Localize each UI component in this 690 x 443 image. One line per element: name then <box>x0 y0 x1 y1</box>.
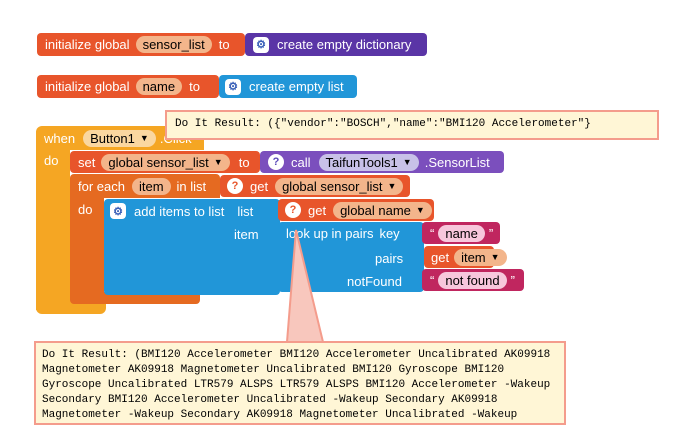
call-label: call <box>291 154 311 170</box>
look-up-label: look up in pairs <box>286 225 374 241</box>
for-each-label: for each <box>78 178 125 194</box>
add-items-label: add items to list <box>134 203 225 219</box>
item-var-field[interactable]: item <box>131 177 171 195</box>
to-label: to <box>218 37 230 52</box>
dict-row: ⚙ create empty dictionary <box>253 33 411 56</box>
gear-icon[interactable]: ⚙ <box>253 36 269 53</box>
component-dropdown[interactable]: TaifunTools1▼ <box>318 153 419 171</box>
tooltip-text: Do It Result: ({"vendor":"BOSCH","name":… <box>175 118 591 130</box>
for-each-row: for each item in list <box>78 175 206 197</box>
get-sensor-list-row: ? get global sensor_list▼ <box>227 175 404 197</box>
list-var-dropdown[interactable]: global name▼ <box>333 201 432 219</box>
key-label: key <box>379 225 400 241</box>
chevron-down-icon: ▼ <box>139 133 149 143</box>
var-name-field[interactable]: sensor_list <box>135 36 212 53</box>
component-dropdown[interactable]: Button1▼ <box>83 129 156 147</box>
event-block-spine <box>36 150 70 310</box>
add-items-row: ⚙ add items to list list <box>110 200 253 222</box>
do-label: do <box>44 152 59 168</box>
item-label: item <box>234 226 259 242</box>
chevron-down-icon: ▼ <box>415 205 425 215</box>
init-label: initialize global <box>45 37 130 52</box>
create-empty-dictionary-label: create empty dictionary <box>277 37 412 52</box>
add-items-to-list-block[interactable] <box>104 199 280 295</box>
text-value-field[interactable]: name <box>438 224 485 242</box>
tooltip-text: Do It Result: (BMI120 Accelerometer BMI1… <box>42 349 551 421</box>
notfound-label: notFound <box>347 273 402 289</box>
text-not-found-row: “ not found ” <box>430 271 515 289</box>
create-empty-dictionary-block[interactable] <box>245 33 427 56</box>
in-list-label: in list <box>176 178 207 194</box>
chevron-down-icon: ▼ <box>213 157 223 167</box>
var-name-field[interactable]: name <box>135 78 183 95</box>
for-each-block-bottom <box>70 292 200 304</box>
list-var-dropdown[interactable]: global sensor_list▼ <box>275 177 404 195</box>
get-global-name-row: ? get global name▼ <box>285 199 432 221</box>
init-sensor-list-row: initialize global sensor_list to <box>45 33 230 56</box>
get-label: get <box>250 178 269 194</box>
gear-icon[interactable]: ⚙ <box>225 78 241 95</box>
chevron-down-icon: ▼ <box>387 181 397 191</box>
to-label: to <box>238 154 250 170</box>
when-label: when <box>44 130 76 146</box>
list-row: ⚙ create empty list <box>225 75 344 98</box>
do-it-result-tooltip-top: Do It Result: ({"vendor":"BOSCH","name":… <box>165 110 659 140</box>
call-row: ? call TaifunTools1▼ .SensorList <box>268 151 490 173</box>
help-icon[interactable]: ? <box>285 202 301 218</box>
method-label: .SensorList <box>424 154 490 170</box>
text-value-field[interactable]: not found <box>438 271 507 289</box>
for-each-do-label: do <box>78 201 93 217</box>
init-name-row: initialize global name to <box>45 75 200 98</box>
chevron-down-icon: ▼ <box>402 157 412 167</box>
for-each-block-spine <box>70 198 104 300</box>
init-label: initialize global <box>45 79 130 94</box>
set-label: set <box>78 154 96 170</box>
create-empty-list-block[interactable] <box>219 75 357 98</box>
chevron-down-icon: ▼ <box>490 252 500 262</box>
set-row: set global sensor_list▼ to <box>78 151 250 173</box>
set-var-dropdown[interactable]: global sensor_list▼ <box>101 153 230 171</box>
to-label: to <box>189 79 200 94</box>
help-icon[interactable]: ? <box>227 178 243 194</box>
gear-icon[interactable]: ⚙ <box>110 203 126 219</box>
get-label: get <box>308 202 327 218</box>
do-it-result-tooltip-bottom: Do It Result: (BMI120 Accelerometer BMI1… <box>34 341 566 425</box>
pairs-label: pairs <box>375 250 404 266</box>
create-empty-list-label: create empty list <box>249 79 344 94</box>
item-dropdown[interactable]: item▼ <box>454 248 507 266</box>
help-icon[interactable]: ? <box>268 154 284 170</box>
get-label: get <box>431 249 450 265</box>
lookup-row: look up in pairs key <box>286 223 400 243</box>
text-name-row: “ name ” <box>430 224 494 242</box>
get-item-row: get item▼ <box>431 246 507 268</box>
list-label: list <box>237 203 254 219</box>
